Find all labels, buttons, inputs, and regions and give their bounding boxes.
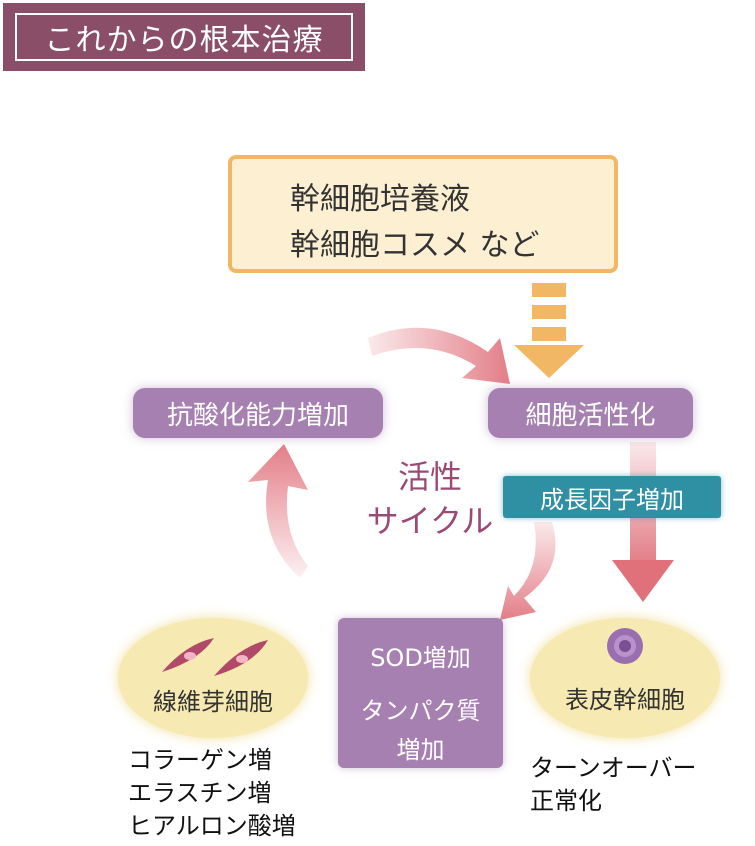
source-line-2: 幹細胞コスメ など [290, 228, 540, 263]
fibroblast-effect-item: ヒアルロン酸増 [128, 812, 296, 840]
fibroblast-cell-icon [162, 638, 268, 676]
epidermal-effect-item: 正常化 [530, 787, 602, 815]
sod-protein-node: SOD増加 タンパク質 増加 [338, 618, 503, 768]
cycle-arrow-right [612, 442, 674, 602]
fibroblast-effect-item: エラスチン増 [128, 779, 272, 807]
page-title: これからの根本治療 [15, 13, 353, 61]
protein-label-line-2: 増加 [396, 736, 445, 764]
cycle-label-line-1: 活性 [397, 458, 462, 496]
fibroblast-effects: コラーゲン増 エラスチン増 ヒアルロン酸増 [128, 744, 296, 843]
fibroblast-label: 線維芽細胞 [153, 688, 273, 716]
cell-activation-node: 細胞活性化 [488, 388, 693, 438]
growth-factor-node: 成長因子増加 [503, 476, 721, 518]
cycle-arrow-top [368, 327, 510, 384]
source-box: 幹細胞培養液 幹細胞コスメ など [228, 155, 618, 273]
fibroblast-effect-item: コラーゲン増 [128, 746, 272, 774]
epidermal-stem-node: 表皮幹細胞 [530, 618, 720, 738]
epidermal-stem-label: 表皮幹細胞 [565, 686, 685, 714]
epidermal-effects: ターンオーバー 正常化 [530, 752, 697, 818]
sod-label: SOD増加 [370, 644, 471, 672]
source-down-arrow [514, 283, 584, 378]
antioxidant-node: 抗酸化能力増加 [133, 388, 383, 438]
cycle-arrow-left [248, 444, 308, 578]
source-line-1: 幹細胞培養液 [290, 182, 470, 217]
epidermal-effect-item: ターンオーバー [530, 754, 697, 782]
cycle-label-line-2: サイクル [366, 502, 494, 540]
fibroblast-node: 線維芽細胞 [118, 618, 308, 738]
cycle-label: 活性 サイクル [340, 455, 520, 543]
cycle-arrow-mid [500, 522, 556, 620]
stem-cell-icon [607, 628, 643, 664]
protein-label-line-1: タンパク質 [360, 697, 481, 725]
title-banner: これからの根本治療 [3, 3, 365, 71]
